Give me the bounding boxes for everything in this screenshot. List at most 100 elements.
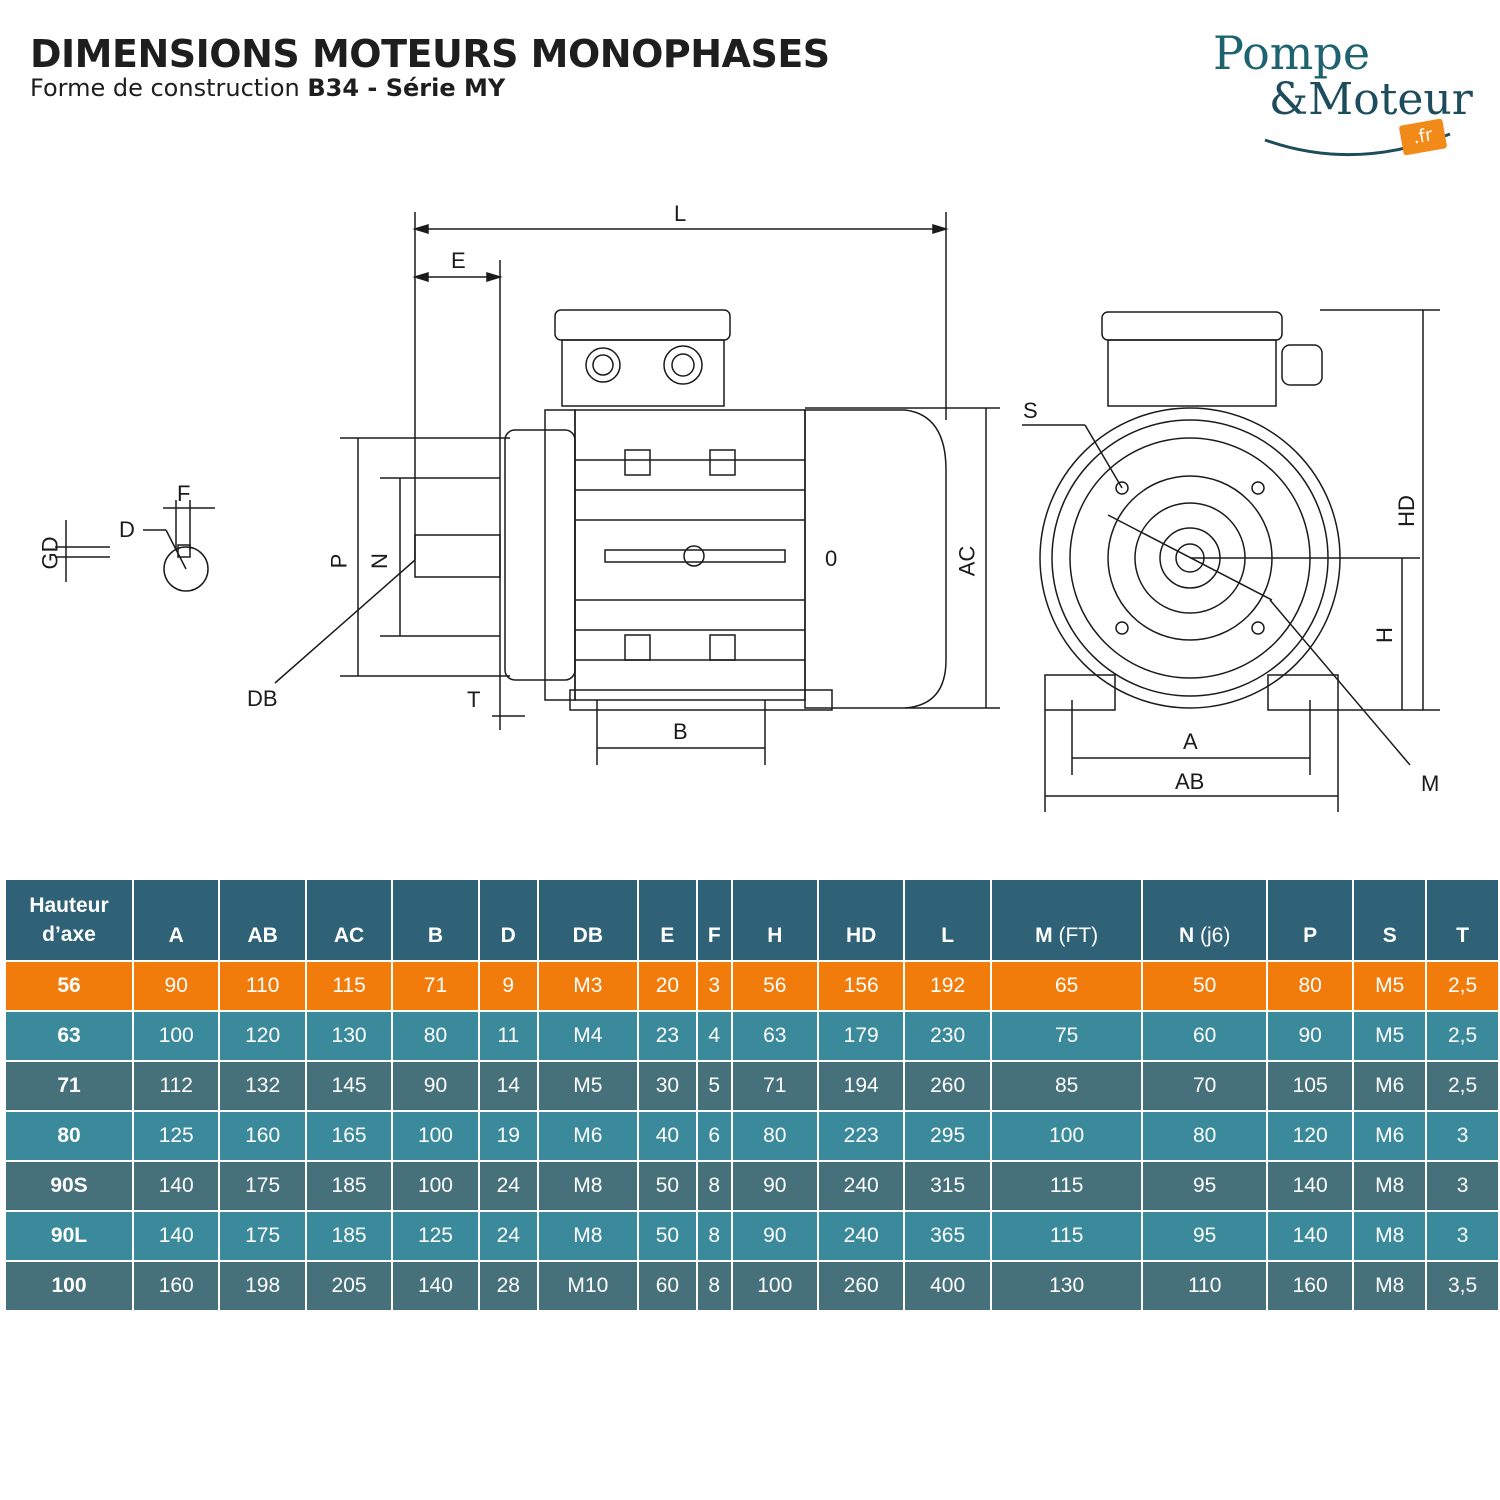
header-d: D bbox=[479, 880, 539, 960]
header-note: (FT) bbox=[1058, 924, 1099, 947]
header-label: A bbox=[168, 924, 184, 947]
cell-d: 14 bbox=[479, 1060, 539, 1110]
motor-technical-drawing: L E F D GD P N DB T B AC 0 S HD H A AB M bbox=[0, 180, 1500, 830]
cell-ac: 165 bbox=[306, 1110, 394, 1160]
cell-h: 90 bbox=[732, 1160, 819, 1210]
header-label: L bbox=[941, 924, 955, 947]
cell-ab: 175 bbox=[220, 1160, 307, 1210]
header-h: H bbox=[732, 880, 819, 960]
header-label: DB bbox=[572, 924, 603, 947]
cell-h: 90 bbox=[732, 1210, 819, 1260]
header-label: E bbox=[660, 924, 675, 947]
cell-b: 100 bbox=[393, 1110, 480, 1160]
cell-n: 60 bbox=[1143, 1010, 1268, 1060]
header-s: S bbox=[1354, 880, 1428, 960]
dim-label-HD: HD bbox=[1393, 495, 1419, 527]
cell-ac: 205 bbox=[306, 1260, 394, 1310]
subtitle-series: B34 - Série MY bbox=[307, 74, 506, 102]
header-label: H bbox=[767, 924, 783, 947]
cell-b: 140 bbox=[393, 1260, 480, 1310]
cell-d: 11 bbox=[479, 1010, 539, 1060]
cell-a: 140 bbox=[134, 1210, 221, 1260]
cell-shaft-height: 90L bbox=[6, 1210, 134, 1260]
cell-a: 125 bbox=[134, 1110, 221, 1160]
cell-d: 24 bbox=[479, 1210, 539, 1260]
cell-n: 50 bbox=[1143, 960, 1268, 1010]
cell-e: 23 bbox=[638, 1010, 698, 1060]
cell-f: 4 bbox=[697, 1010, 733, 1060]
page-title: DIMENSIONS MOTEURS MONOPHASES bbox=[30, 32, 830, 76]
cell-p: 105 bbox=[1267, 1060, 1355, 1110]
cell-a: 90 bbox=[134, 960, 221, 1010]
cell-hd: 260 bbox=[818, 1260, 906, 1310]
header-label: S bbox=[1382, 924, 1397, 947]
cell-m: 115 bbox=[991, 1210, 1144, 1260]
cell-s: M5 bbox=[1354, 1010, 1428, 1060]
cell-d: 24 bbox=[479, 1160, 539, 1210]
dim-label-E: E bbox=[451, 248, 466, 273]
cell-p: 90 bbox=[1267, 1010, 1355, 1060]
cell-ab: 120 bbox=[220, 1010, 307, 1060]
cell-ac: 130 bbox=[306, 1010, 394, 1060]
cell-ab: 132 bbox=[220, 1060, 307, 1110]
cell-l: 230 bbox=[905, 1010, 992, 1060]
header-t: T bbox=[1427, 880, 1500, 960]
cell-s: M5 bbox=[1354, 960, 1428, 1010]
cell-h: 56 bbox=[732, 960, 819, 1010]
cell-n: 80 bbox=[1143, 1110, 1268, 1160]
cell-s: M8 bbox=[1354, 1210, 1428, 1260]
cell-f: 3 bbox=[697, 960, 733, 1010]
cell-shaft-height: 63 bbox=[6, 1010, 134, 1060]
header-db: DB bbox=[538, 880, 639, 960]
cell-hd: 179 bbox=[818, 1010, 906, 1060]
header-b: B bbox=[393, 880, 480, 960]
header-note: (j6) bbox=[1200, 924, 1231, 947]
cell-f: 8 bbox=[697, 1160, 733, 1210]
header-label: N bbox=[1179, 924, 1195, 947]
dim-label-L: L bbox=[674, 201, 687, 226]
shaft-key-detail bbox=[55, 500, 215, 592]
dim-label-S: S bbox=[1023, 398, 1038, 423]
dim-label-O: 0 bbox=[825, 546, 838, 571]
front-view bbox=[1022, 309, 1440, 812]
header-label: B bbox=[427, 924, 444, 947]
cell-h: 100 bbox=[732, 1260, 819, 1310]
cell-shaft-height: 80 bbox=[6, 1110, 134, 1160]
cell-d: 9 bbox=[479, 960, 539, 1010]
header-m: M (FT) bbox=[991, 880, 1144, 960]
header-label: M bbox=[1035, 924, 1053, 947]
motor-drawing-svg bbox=[55, 212, 1440, 812]
cell-ac: 115 bbox=[306, 960, 394, 1010]
header-l: L bbox=[905, 880, 992, 960]
cell-d: 19 bbox=[479, 1110, 539, 1160]
header-label: T bbox=[1456, 924, 1469, 947]
cell-t: 2,5 bbox=[1427, 960, 1500, 1010]
cell-db: M4 bbox=[538, 1010, 639, 1060]
header-shaft-height-line1: Hauteur bbox=[29, 894, 109, 917]
cell-m: 75 bbox=[991, 1010, 1144, 1060]
cell-m: 130 bbox=[991, 1260, 1144, 1310]
cell-t: 3 bbox=[1427, 1110, 1500, 1160]
cell-t: 3,5 bbox=[1427, 1260, 1500, 1310]
cell-db: M8 bbox=[538, 1160, 639, 1210]
cell-m: 65 bbox=[991, 960, 1144, 1010]
cell-ab: 175 bbox=[220, 1210, 307, 1260]
cell-h: 63 bbox=[732, 1010, 819, 1060]
cell-m: 100 bbox=[991, 1110, 1144, 1160]
cell-db: M3 bbox=[538, 960, 639, 1010]
cell-d: 28 bbox=[479, 1260, 539, 1310]
dim-label-AB: AB bbox=[1175, 769, 1205, 794]
cell-shaft-height: 56 bbox=[6, 960, 134, 1010]
cell-ab: 160 bbox=[220, 1110, 307, 1160]
cell-n: 70 bbox=[1143, 1060, 1268, 1110]
cell-db: M8 bbox=[538, 1210, 639, 1260]
cell-t: 3 bbox=[1427, 1210, 1500, 1260]
header-label: P bbox=[1303, 924, 1318, 947]
cell-hd: 223 bbox=[818, 1110, 906, 1160]
header-shaft-height-line2: d’axe bbox=[42, 923, 96, 946]
header-shaft-height: Hauteur d’axe bbox=[6, 880, 134, 960]
